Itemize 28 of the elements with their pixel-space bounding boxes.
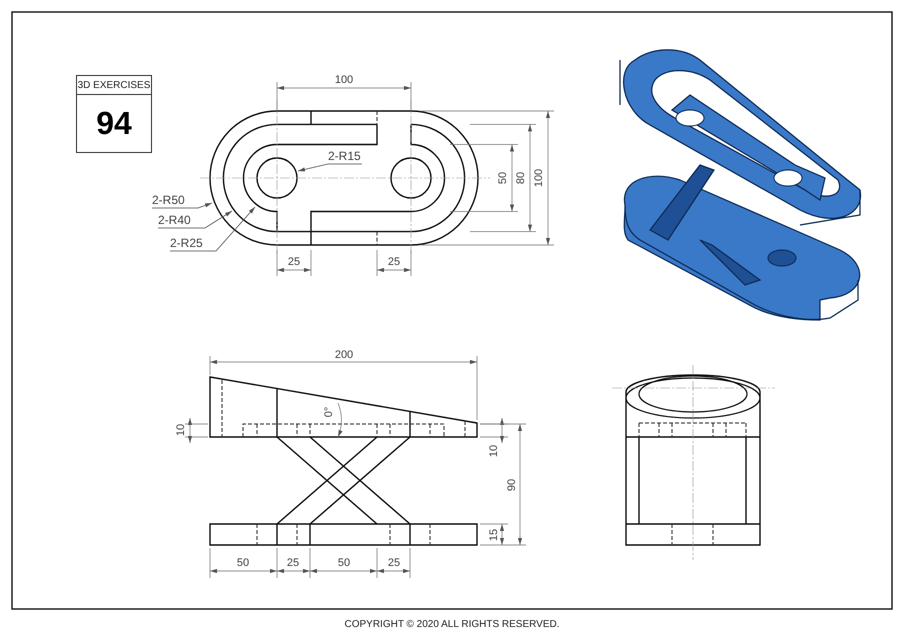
callout-text: 2-R25 — [170, 237, 203, 251]
dimension-text: 50 — [497, 172, 509, 184]
dimension-text: 25 — [288, 256, 300, 268]
dimension-text: 25 — [388, 557, 400, 569]
dimension-text: 200 — [334, 349, 354, 361]
leader-line — [158, 210, 232, 228]
dimension-text: 80 — [515, 172, 527, 184]
dimension-text: 50 — [236, 557, 250, 569]
callout-text: 2-R40 — [158, 214, 191, 228]
title-block — [76, 75, 152, 153]
exercise-number: 94 — [95, 104, 133, 142]
leader-line — [298, 164, 362, 172]
dimension-text: 50 — [338, 557, 350, 569]
leader-line — [170, 206, 256, 252]
dimension-text: 0° — [323, 406, 335, 418]
leader-line — [152, 202, 212, 208]
dimension-text: 25 — [286, 557, 300, 569]
exercise-heading: 3D EXERCISES — [77, 76, 151, 95]
dimension-text: 100 — [334, 74, 354, 86]
dimension-text: 90 — [506, 478, 518, 492]
copyright-note: COPYRIGHT © 2020 ALL RIGHTS RESERVED. — [344, 619, 560, 631]
dimension-text: 25 — [388, 256, 400, 268]
dimension-text: 100 — [533, 168, 545, 188]
dimension-text: 10 — [488, 444, 500, 458]
callout-text: 2-R50 — [152, 194, 185, 208]
dimension-text: 10 — [175, 424, 187, 436]
callout-text: 2-R15 — [328, 150, 361, 164]
dimension-text: 15 — [488, 528, 500, 542]
